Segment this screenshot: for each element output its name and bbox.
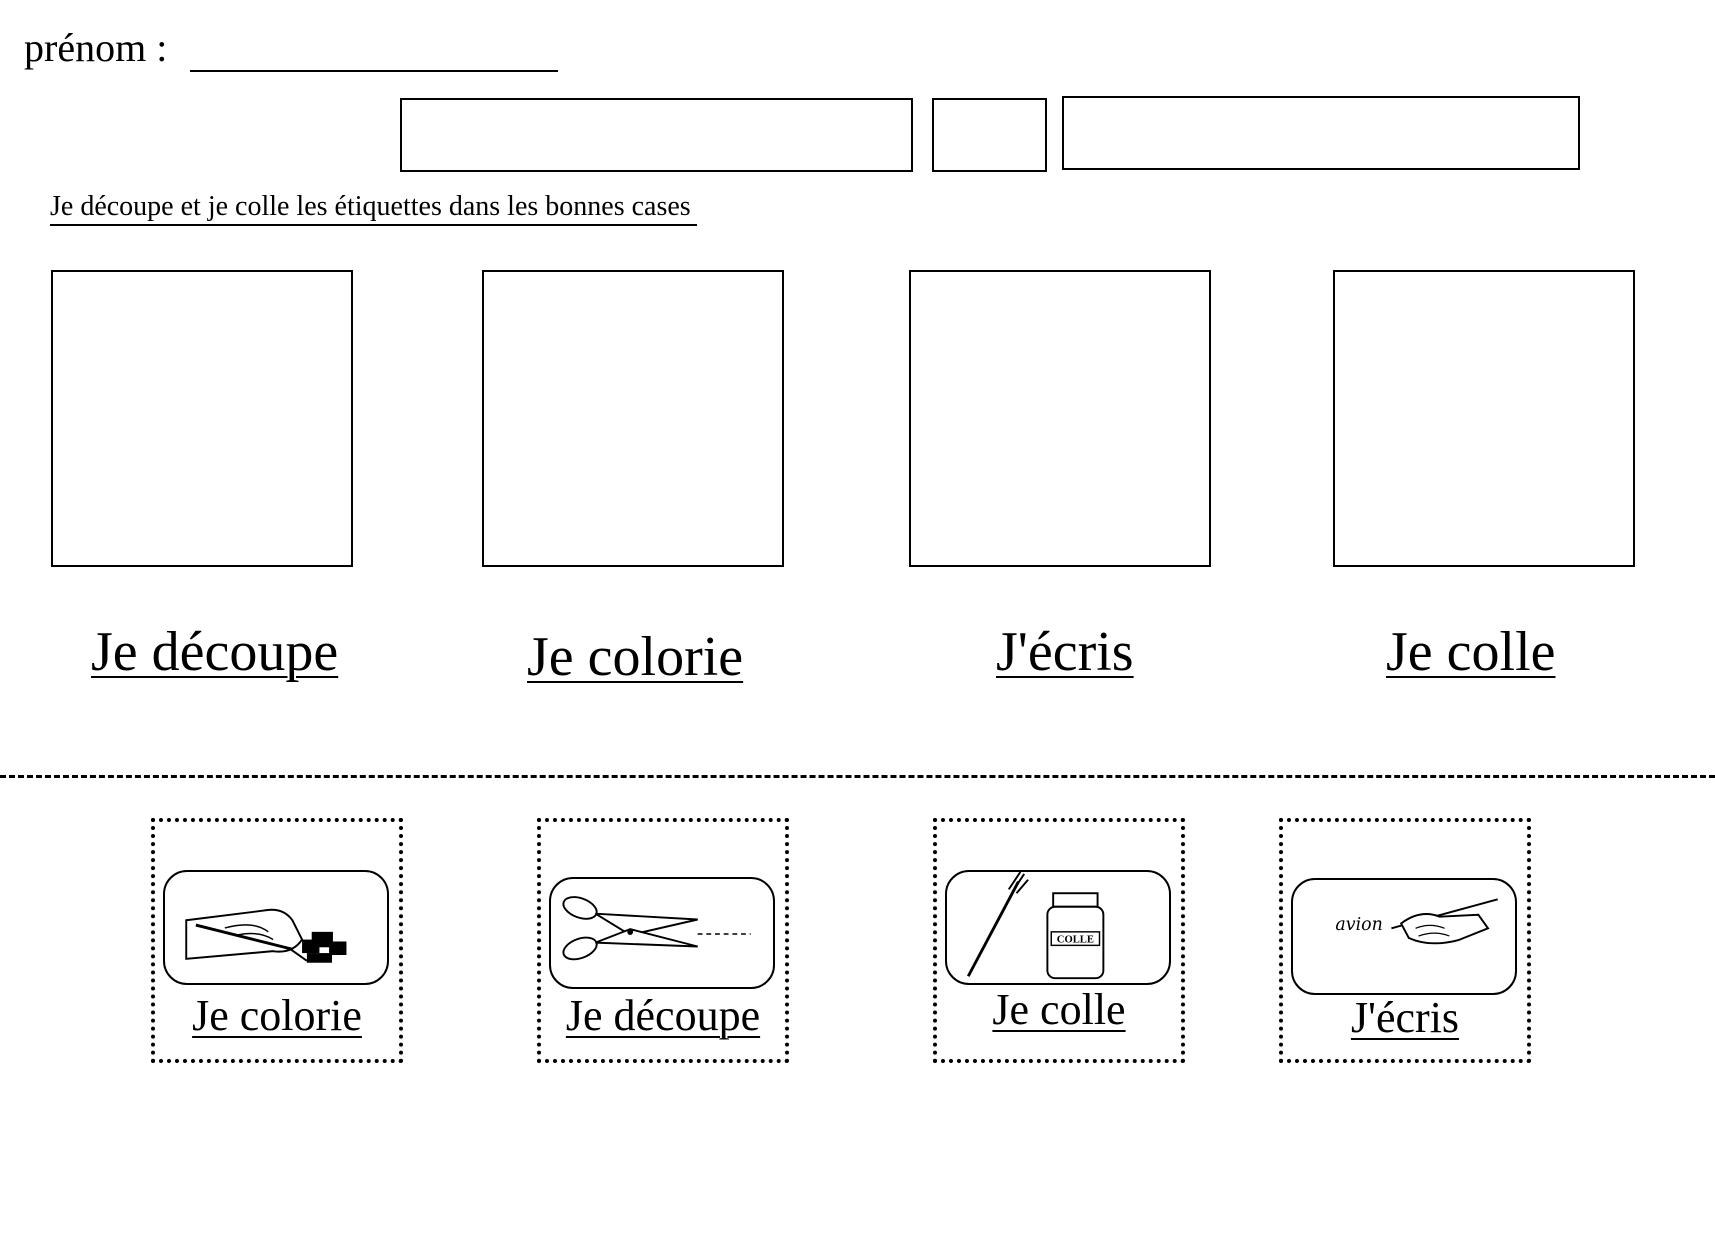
name-label: prénom : xyxy=(24,25,168,70)
cut-line xyxy=(0,775,1715,778)
label-text-ecris: J'écris xyxy=(1350,993,1460,1042)
coloring-hand-icon xyxy=(163,870,389,985)
label-card-decoupe[interactable]: Je découpe xyxy=(537,818,789,1063)
glue-jar-brush-icon: COLLE xyxy=(945,870,1171,985)
caption-je-decoupe: Je découpe xyxy=(91,621,339,683)
header-box-right xyxy=(1062,96,1580,170)
jar-label: COLLE xyxy=(1057,934,1094,945)
paste-box-1[interactable] xyxy=(51,270,353,567)
label-card-colorie[interactable]: Je colorie xyxy=(151,818,403,1063)
label-text-colorie: Je colorie xyxy=(192,991,362,1040)
caption-je-colorie: Je colorie xyxy=(527,626,744,688)
written-word: avion xyxy=(1335,915,1382,935)
instruction-text: Je découpe et je colle les étiquettes da… xyxy=(50,190,697,226)
label-text-decoupe: Je découpe xyxy=(565,991,761,1040)
scissors-icon xyxy=(549,877,775,989)
label-card-colle[interactable]: COLLE Je colle xyxy=(933,818,1185,1063)
name-field-line[interactable] xyxy=(190,70,558,72)
label-text-colle: Je colle xyxy=(992,985,1126,1034)
header-box-middle xyxy=(932,98,1047,172)
paste-box-4[interactable] xyxy=(1333,270,1635,567)
header-box-left xyxy=(400,98,913,172)
label-card-ecris[interactable]: avion J'écris xyxy=(1279,818,1531,1063)
paste-box-2[interactable] xyxy=(482,270,784,567)
writing-hand-icon: avion xyxy=(1291,878,1517,995)
caption-j-ecris: J'écris xyxy=(996,621,1134,683)
caption-je-colle: Je colle xyxy=(1386,621,1556,683)
paste-box-3[interactable] xyxy=(909,270,1211,567)
